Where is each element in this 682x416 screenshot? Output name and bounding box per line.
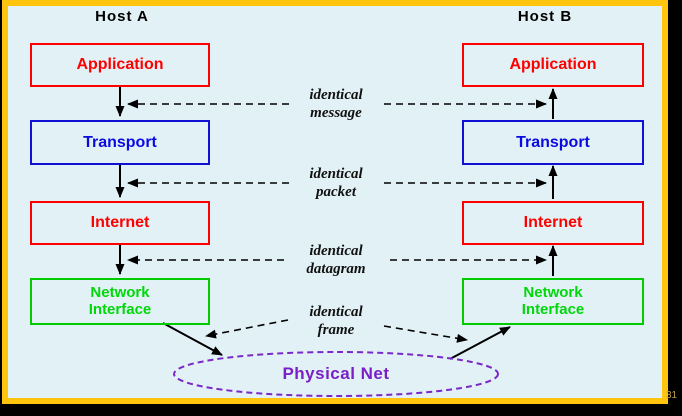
layer-label-internet-b: Internet bbox=[523, 214, 583, 232]
layer-box-network-interface-host-a: Network Interface bbox=[30, 278, 210, 325]
layer-label-transport-b: Transport bbox=[516, 133, 590, 151]
layer-box-network-interface-host-b: Network Interface bbox=[462, 278, 644, 325]
dashed-frame-left bbox=[205, 319, 289, 339]
annotation-identical-datagram: identical datagram bbox=[306, 243, 366, 277]
host-a-down-arrows bbox=[115, 85, 223, 356]
layer-label-internet-a: Internet bbox=[90, 214, 150, 232]
layer-box-transport-host-a: Transport bbox=[30, 120, 210, 165]
host-b-title: Host B bbox=[517, 8, 573, 25]
host-a-title: Host A bbox=[95, 8, 149, 25]
layer-box-internet-host-a: Internet bbox=[30, 201, 210, 245]
layer-label-network-interface-b: Network Interface bbox=[521, 284, 585, 318]
physical-net-ellipse bbox=[173, 351, 499, 397]
annotation-identical-frame: identical frame bbox=[309, 304, 363, 338]
layer-box-transport-host-b: Transport bbox=[462, 120, 644, 165]
annotation-identical-message: identical message bbox=[309, 87, 363, 121]
physical-net-label: Physical Net bbox=[282, 364, 390, 383]
layer-box-application-host-a: Application bbox=[30, 43, 210, 87]
dashed-frame-right bbox=[383, 325, 468, 343]
arrow-physical-to-netif-b bbox=[449, 326, 511, 360]
slide-page-number: 31 bbox=[666, 390, 678, 401]
layer-label-application-b: Application bbox=[509, 56, 597, 74]
annotation-identical-packet: identical packet bbox=[309, 166, 363, 200]
layer-label-application-a: Application bbox=[76, 56, 164, 74]
layer-box-application-host-b: Application bbox=[462, 43, 644, 87]
host-b-up-arrows bbox=[449, 88, 558, 360]
layer-label-transport-a: Transport bbox=[83, 133, 157, 151]
layer-box-internet-host-b: Internet bbox=[462, 201, 644, 245]
identical-dashed-links bbox=[127, 99, 547, 343]
layer-label-network-interface-a: Network Interface bbox=[88, 284, 152, 318]
arrow-netif-to-physical-a bbox=[162, 322, 223, 356]
